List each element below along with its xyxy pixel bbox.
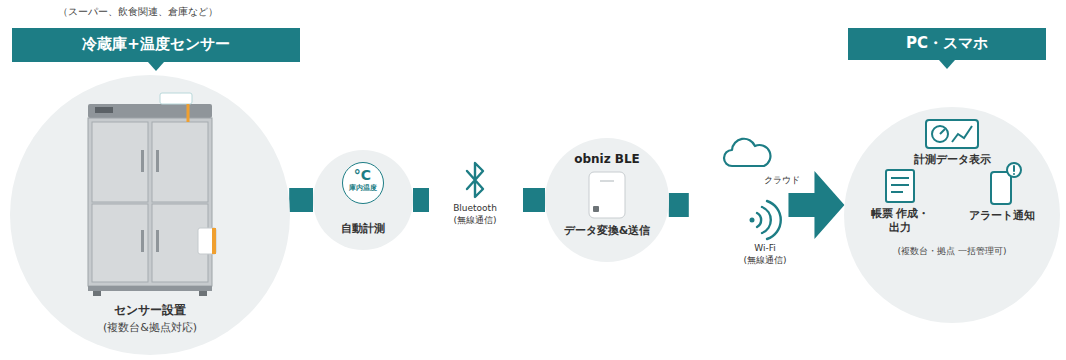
step-title: 自動計測 [318,222,408,236]
category-banner: 冷蔵庫+温度センサー [12,28,300,62]
protocol-label: Wi-Fi [735,243,795,255]
temperature-badge: °C庫内温度 [342,162,384,204]
protocol-label: Bluetooth [440,203,510,215]
product-logo: obniz BLE [552,152,662,168]
flow-connector [669,171,845,239]
flow-connector [289,188,313,212]
bluetooth-rune [467,163,483,197]
gateway-circle: obniz BLE データ変換&送信 [545,138,669,262]
device-banner: PC・スマホ [848,28,1046,60]
protocol-note: (無線通信) [735,255,795,267]
wifi-icon [750,201,781,239]
bluetooth-symbol [467,163,483,197]
feature-label: 計測データ表示 [892,153,1012,167]
feature-label: アラート通知 [957,209,1047,223]
banner-title: 冷蔵庫+温度センサー [82,35,230,55]
step-title: センサー設置 [50,303,250,319]
wifi-arc [762,207,771,233]
dashboard-circle: 計測データ表示帳票 作成・出力 アラート通知 (複数台・拠点 一括管理可) [844,107,1060,323]
wifi-dot [750,218,755,223]
measure-circle: 自動計測 °C庫内温度 [313,150,413,250]
category-note: （スーパー、飲食関連、倉庫など） [38,5,238,18]
step-note: (複数台&拠点対応) [50,321,250,335]
cloud-label: クラウド [757,175,807,187]
feature-note: (複数台・拠点 一括管理可) [862,246,1042,258]
protocol-note: (無線通信) [440,215,510,227]
cloud-icon [724,139,770,166]
badge-caption: 庫内温度 [344,184,382,193]
banner-title: PC・スマホ [906,34,988,54]
feature-label: 帳票 作成・出力 [864,207,936,236]
step-title: データ変換&送信 [552,224,662,238]
sensor-circle: センサー設置 (複数台&拠点対応) [10,75,290,355]
wifi-arc [767,201,781,239]
cloud-outline [724,139,770,166]
wifi-arc [757,213,761,227]
unit-symbol: °C [344,166,382,184]
